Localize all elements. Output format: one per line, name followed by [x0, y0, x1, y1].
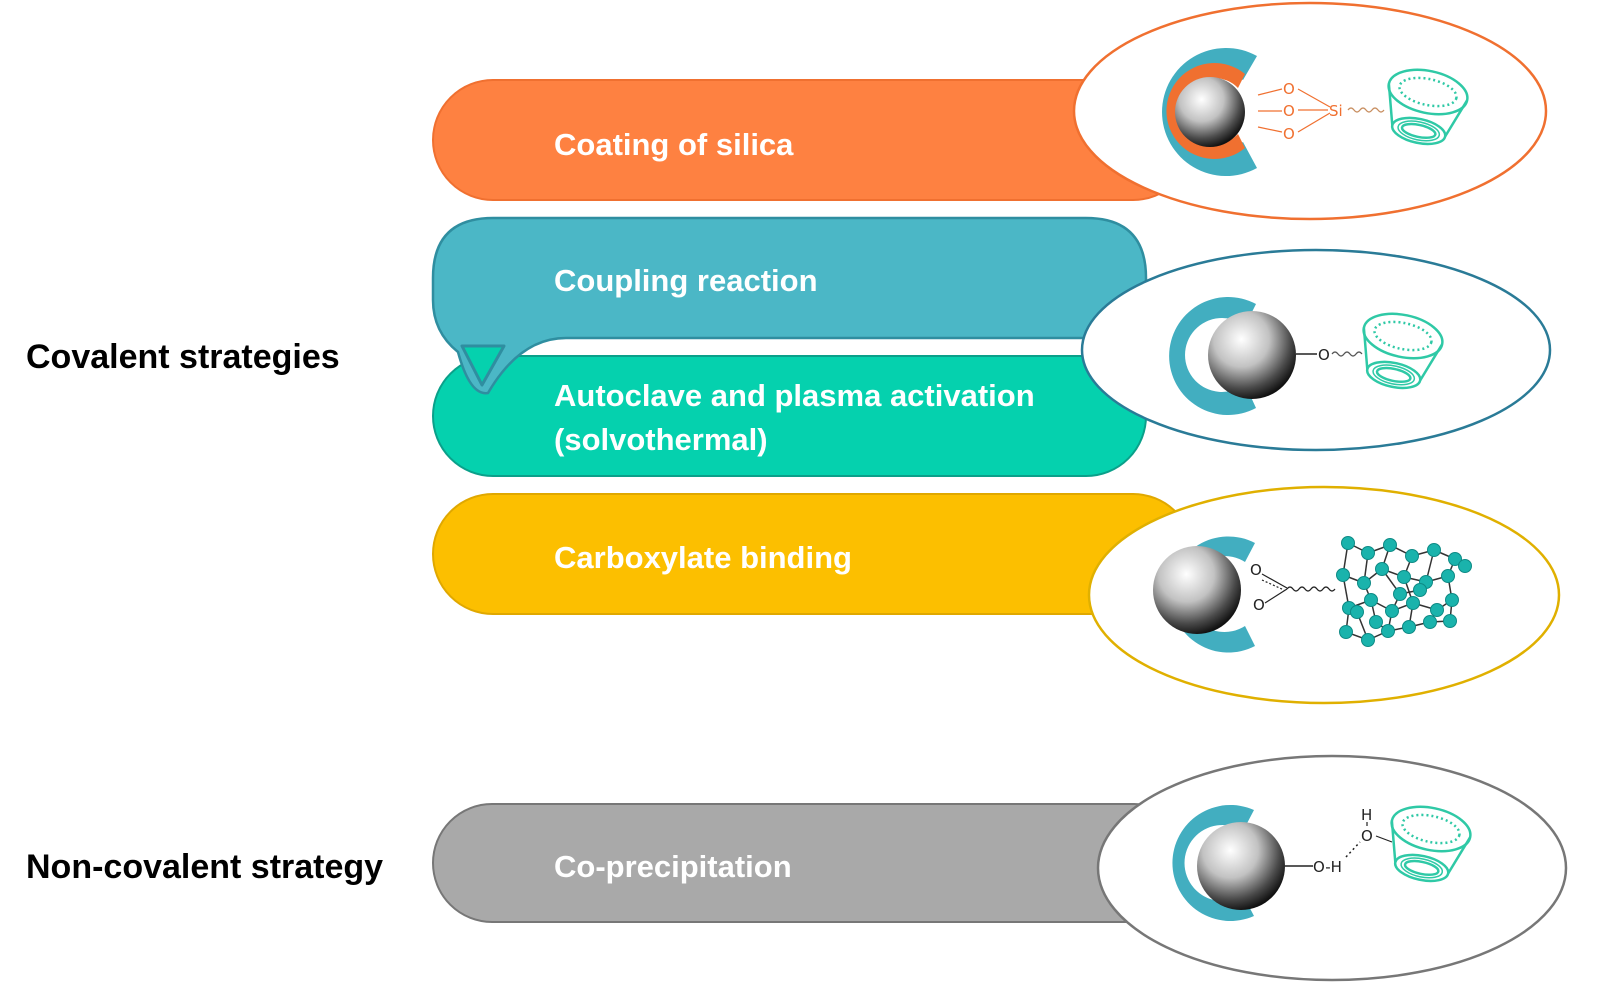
polymer-atom — [1381, 624, 1395, 638]
pill-label-coating-of-silica: Coating of silica — [554, 127, 794, 162]
polymer-atom — [1361, 546, 1375, 560]
polymer-atom — [1357, 576, 1371, 590]
chem-o: O — [1318, 346, 1330, 364]
ellipse-silica-outline — [1072, 1, 1548, 221]
polymer-atom — [1427, 543, 1441, 557]
ellipse-silica: O O O Si — [1072, 1, 1548, 221]
shell-icon — [1172, 805, 1254, 921]
polymer-atom — [1364, 593, 1378, 607]
polymer-atom — [1397, 570, 1411, 584]
pill-label-autoclave-line1: Autoclave and plasma activation — [554, 378, 1035, 413]
pill-label-carboxylate-binding: Carboxylate binding — [554, 540, 852, 575]
ellipse-coprecipitation: O-H O H — [1096, 754, 1568, 982]
chem-o2: O — [1253, 596, 1265, 614]
chem-si: Si — [1329, 102, 1343, 120]
polymer-atom — [1339, 625, 1353, 639]
polymer-atom — [1402, 620, 1416, 634]
polymer-atom — [1448, 552, 1462, 566]
chem-h-top: H — [1361, 806, 1372, 824]
pill-coupling-reaction — [431, 216, 1148, 395]
strategy-coating-of-silica: Coating of silica — [432, 79, 1194, 201]
noncovalent-strategy-label: Non-covalent strategy — [26, 848, 384, 886]
polymer-atom — [1383, 538, 1397, 552]
chem-o2: O — [1283, 102, 1295, 120]
nanoparticle-icon — [1153, 546, 1241, 634]
polymer-atom — [1361, 633, 1375, 647]
shell-icon — [1169, 297, 1256, 416]
polymer-atom — [1385, 604, 1399, 618]
polymer-atom — [1441, 569, 1455, 583]
polymer-atom — [1405, 549, 1419, 563]
chem-o1: O — [1250, 561, 1262, 579]
pill-label-co-precipitation: Co-precipitation — [554, 849, 792, 884]
polymer-atom — [1341, 536, 1355, 550]
connector-arrow — [460, 344, 506, 387]
chem-o1: O — [1283, 80, 1295, 98]
polymer-atom — [1413, 583, 1427, 597]
polymer-atom — [1369, 615, 1383, 629]
polymer-atom — [1443, 614, 1457, 628]
pill-co-precipitation — [432, 803, 1194, 923]
chem-o-top: O — [1361, 827, 1373, 845]
covalent-strategies-label: Covalent strategies — [26, 338, 340, 376]
nanoparticle-icon — [1175, 77, 1245, 147]
polymer-network-icon — [1336, 536, 1472, 647]
strategy-coupling-reaction: Coupling reaction — [431, 216, 1148, 395]
ellipse-carboxylate: O O — [1087, 485, 1561, 705]
pill-label-autoclave-line2: (solvothermal) — [554, 422, 768, 457]
pill-label-coupling-reaction: Coupling reaction — [554, 263, 818, 298]
strategy-carboxylate-binding: Carboxylate binding — [432, 493, 1194, 615]
polymer-atom — [1336, 568, 1350, 582]
polymer-atom — [1350, 605, 1364, 619]
polymer-atom — [1393, 587, 1407, 601]
polymer-atom — [1406, 596, 1420, 610]
polymer-atom — [1430, 603, 1444, 617]
pill-autoclave — [432, 355, 1147, 477]
chem-oh: O-H — [1313, 858, 1342, 876]
chem-o3: O — [1283, 125, 1295, 143]
polymer-atom — [1375, 562, 1389, 576]
polymer-atom — [1423, 615, 1437, 629]
nanoparticle-icon — [1208, 311, 1296, 399]
polymer-atom — [1445, 593, 1459, 607]
strategy-autoclave: Autoclave and plasma activation (solvoth… — [432, 355, 1147, 477]
ellipse-coupling: O — [1080, 248, 1552, 452]
ellipse-coupling-outline — [1080, 248, 1552, 452]
polymer-atom — [1458, 559, 1472, 573]
strategy-co-precipitation: Co-precipitation — [432, 803, 1194, 923]
nanoparticle-icon — [1197, 822, 1285, 910]
